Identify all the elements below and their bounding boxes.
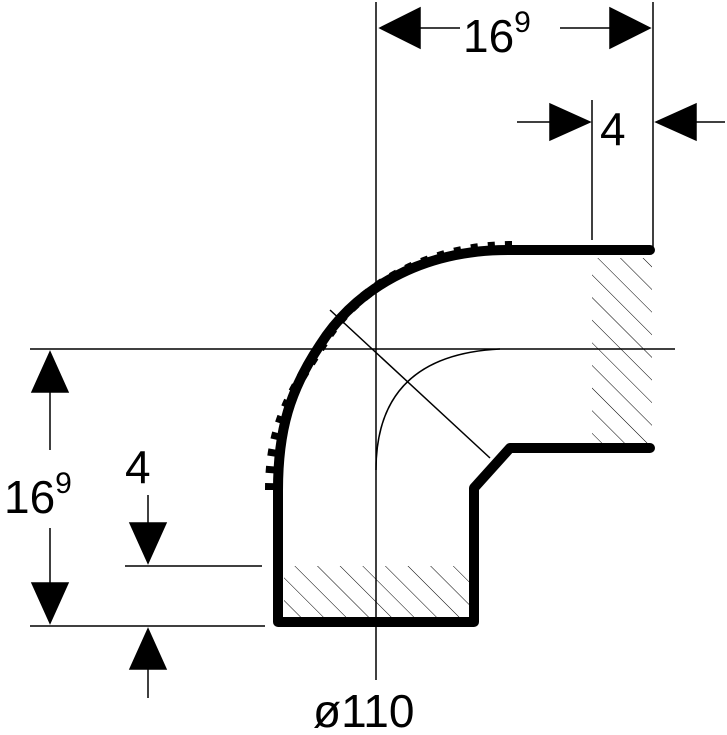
hatch-bottom-socket <box>284 566 470 624</box>
top-dim-arrow-left <box>378 6 421 50</box>
top-dim-arrow-right <box>609 6 652 50</box>
dimension-labels: 169 4 169 4 ø110 <box>4 6 626 735</box>
left-height-main: 16 <box>4 471 55 523</box>
top-width-label: 169 <box>463 6 531 62</box>
socket-top-arrow-right <box>654 102 697 142</box>
construction-lines <box>30 2 675 680</box>
top-width-sup: 9 <box>514 6 531 39</box>
socket-bottom-arrow-top <box>128 522 168 565</box>
left-height-sup: 9 <box>55 467 72 500</box>
left-dim-arrow-top <box>30 350 70 393</box>
socket-depth-bottom-label: 4 <box>125 441 151 493</box>
diameter-label: ø110 <box>313 685 414 735</box>
socket-hatching <box>284 258 652 624</box>
socket-top-arrow-left <box>549 102 592 142</box>
left-height-label: 169 <box>4 467 72 523</box>
left-dim-arrow-bottom <box>30 582 70 625</box>
diagonal-bisector <box>329 309 491 459</box>
inner-bend-centerline <box>375 348 501 471</box>
dimension-arrows <box>30 6 725 698</box>
top-width-main: 16 <box>463 10 514 62</box>
socket-depth-top-label: 4 <box>600 103 626 155</box>
hatch-right-socket <box>592 258 652 443</box>
socket-bottom-arrow-bottom <box>128 627 168 670</box>
